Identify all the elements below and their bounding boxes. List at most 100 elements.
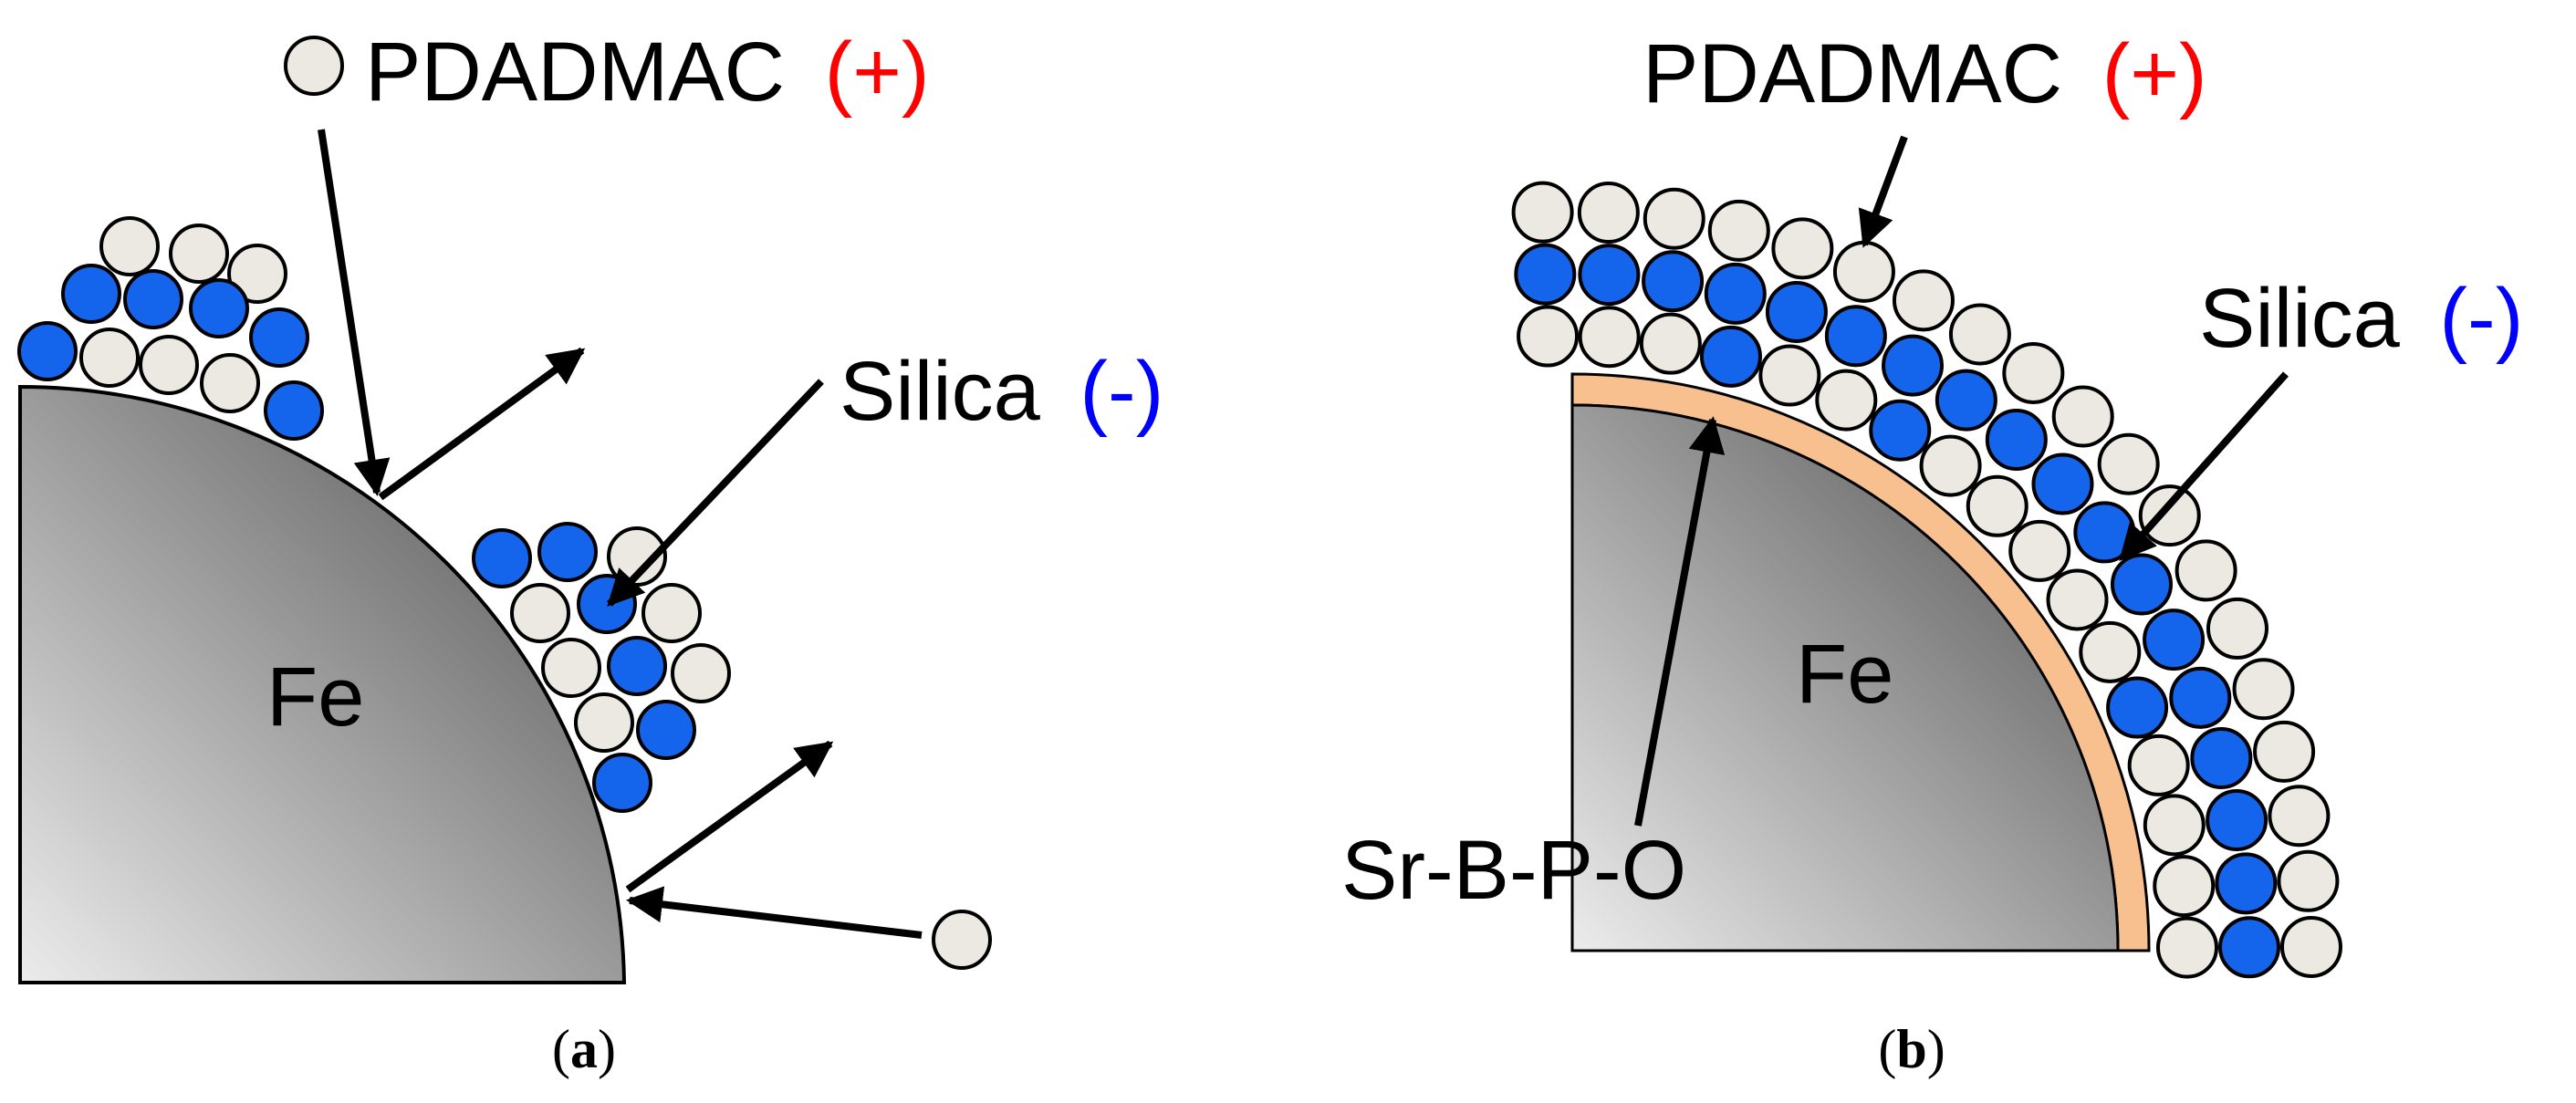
pdadmac-label-b: PDADMAC (+) — [1643, 27, 2207, 120]
silica-particle — [264, 380, 324, 441]
silica-particle — [1765, 280, 1828, 343]
silica-particle — [1935, 369, 1997, 432]
pdadmac-particle — [1643, 187, 1705, 250]
pdadmac-particle — [1577, 181, 1640, 244]
pdadmac-particle — [1771, 217, 1834, 280]
silica-particle — [472, 528, 532, 588]
pdadmac-particle — [510, 583, 570, 643]
silica-label-b: Silica (-) — [2199, 272, 2523, 365]
silica-particle — [2110, 553, 2173, 616]
pdadmac-particle — [99, 216, 160, 276]
pdadmac-particle — [1758, 344, 1821, 407]
pdadmac-particle — [2253, 720, 2316, 783]
silica-pointer-arrow-a — [607, 379, 824, 607]
silica-particle — [2143, 609, 2206, 671]
adsorb-arrow-a — [626, 886, 923, 939]
silica-particle — [592, 753, 652, 813]
pdadmac-particle — [1578, 306, 1641, 369]
silica-particle — [2169, 666, 2232, 729]
silica-particle — [537, 522, 598, 582]
silica-particle — [1882, 334, 1945, 397]
particle-cluster-a — [17, 216, 731, 813]
silica-particle — [249, 307, 309, 368]
pdadmac-particle — [1707, 199, 1770, 262]
pdadmac-particle — [671, 643, 731, 703]
particle-shell-b — [1511, 181, 2342, 979]
silica-particle — [2106, 676, 2169, 739]
sr-b-p-o-label: Sr-B-P-O — [1341, 824, 1686, 917]
pdadmac-particle — [169, 224, 229, 284]
panel-a: PDADMAC (+) Silica (-) Fe (a) — [17, 26, 1163, 1079]
pdadmac-particle — [1815, 369, 1878, 432]
pdadmac-particle — [2127, 734, 2190, 796]
pdadmac-particle — [1639, 312, 1702, 375]
pdadmac-particle — [1919, 434, 1982, 497]
pdadmac-particle — [1832, 240, 1895, 303]
pdadmac-particle — [200, 353, 260, 413]
pdadmac-particle — [1517, 305, 1580, 368]
silica-particle — [61, 264, 121, 324]
silica-particle — [2206, 789, 2268, 852]
pdadmac-particle — [1966, 474, 2028, 537]
silica-particle — [1704, 262, 1767, 325]
silica-particle — [1514, 243, 1577, 306]
pdadmac-particle — [1948, 303, 2011, 366]
pdadmac-particle — [2008, 519, 2071, 582]
pdadmac-particle — [2143, 794, 2206, 857]
pdadmac-particle — [2138, 484, 2201, 547]
silica-particle — [1869, 399, 1932, 462]
pdadmac-pointer-arrow-a — [318, 129, 391, 496]
fe-label-b: Fe — [1796, 628, 1893, 721]
fe-label-a: Fe — [266, 650, 364, 744]
pdadmac-particle — [541, 638, 601, 698]
silica-pointer-arrow-b — [2119, 371, 2289, 561]
desorb-arrow-lower-a — [625, 740, 834, 893]
silica-particle — [1699, 325, 1762, 388]
pdadmac-particle — [2232, 658, 2295, 721]
pdadmac-particle — [2206, 597, 2268, 660]
pdadmac-particle — [2268, 785, 2331, 848]
pdadmac-particle — [2279, 915, 2342, 978]
silica-particle — [2217, 916, 2280, 979]
pdadmac-particle — [1892, 269, 1955, 332]
silica-particle — [1824, 305, 1887, 368]
pdadmac-particle — [79, 328, 140, 388]
pdadmac-particle — [2174, 539, 2237, 602]
silica-particle — [636, 700, 696, 760]
pdadmac-particle — [641, 583, 702, 643]
pdadmac-particle — [2277, 849, 2340, 912]
silica-particle — [1642, 250, 1705, 313]
pdadmac-particle — [2079, 620, 2142, 683]
pdadmac-particle — [574, 692, 634, 753]
silica-particle — [17, 321, 78, 381]
silica-particle — [607, 636, 667, 696]
pdadmac-particle — [139, 335, 199, 395]
pdadmac-label-a: PDADMAC (+) — [365, 26, 930, 119]
caption-b: (b) — [1878, 1019, 1945, 1079]
silica-particle — [189, 278, 249, 338]
pdadmac-particle — [2051, 385, 2114, 448]
pdadmac-particle — [2002, 341, 2065, 404]
silica-particle — [2190, 726, 2253, 789]
silica-particle — [1578, 244, 1641, 307]
pdadmac-particle — [2155, 916, 2218, 979]
fe-core-a — [18, 384, 627, 984]
pdadmac-particle — [2046, 568, 2109, 631]
desorb-arrow-upper-a — [378, 347, 586, 501]
silica-particle — [1985, 409, 2048, 472]
pdadmac-pointer-arrow-b — [1858, 135, 1908, 248]
silica-particle — [2031, 453, 2094, 515]
silica-label-a: Silica (-) — [840, 345, 1163, 438]
pdadmac-particle — [227, 244, 287, 304]
panel-b: PDADMAC (+) Silica (-) Fe Sr-B-P-O (b) — [1341, 27, 2523, 1079]
pdadmac-particle — [1511, 181, 1574, 244]
pdadmac-particle — [2153, 855, 2216, 918]
silica-particle — [123, 269, 183, 329]
free-polymer-particle-a — [932, 910, 992, 970]
pdadmac-particle — [2097, 432, 2160, 495]
caption-a: (a) — [552, 1019, 616, 1079]
polymer-legend-particle-a — [284, 36, 344, 96]
silica-particle — [2215, 852, 2278, 915]
sr-b-p-o-pointer-arrow — [1634, 416, 1726, 827]
